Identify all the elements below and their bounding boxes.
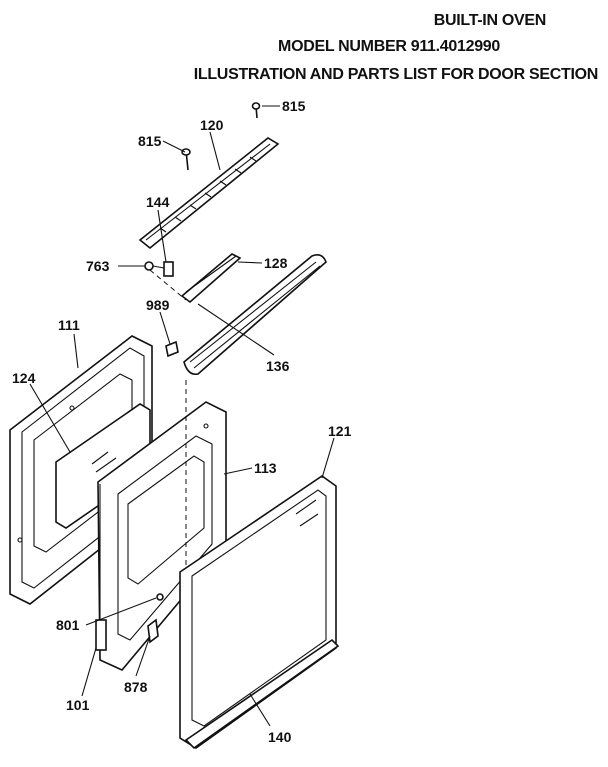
diagram-title: BUILT-IN OVEN — [433, 12, 547, 29]
part-120-top-trim — [138, 137, 280, 250]
callout-101: 101 — [66, 697, 90, 713]
callout-136: 136 — [266, 358, 290, 374]
callout-815-right: 815 — [282, 98, 306, 114]
part-140-bottom-trim — [184, 638, 340, 750]
callout-144: 144 — [146, 194, 170, 210]
part-763-screw — [144, 261, 165, 271]
part-101-side-strip — [95, 619, 107, 651]
callout-113: 113 — [254, 460, 277, 476]
part-128-bracket — [180, 253, 242, 304]
part-801-screw — [156, 593, 164, 601]
part-136-handle — [183, 254, 327, 376]
callout-763: 763 — [86, 258, 110, 274]
callout-140: 140 — [268, 729, 292, 745]
callout-128: 128 — [264, 255, 288, 271]
diagram-subtitle: ILLUSTRATION AND PARTS LIST FOR DOOR SEC… — [193, 66, 599, 83]
callout-120: 120 — [200, 117, 224, 133]
callout-878: 878 — [124, 679, 148, 695]
callout-989: 989 — [146, 297, 170, 313]
model-number: MODEL NUMBER 911.4012990 — [278, 38, 500, 55]
part-144-clip — [163, 261, 174, 277]
callout-121: 121 — [328, 423, 352, 439]
callout-124: 124 — [12, 370, 36, 386]
trim-slots — [159, 156, 257, 233]
leader-lines — [29, 105, 335, 727]
part-113-door-frame — [97, 401, 227, 671]
part-815-screw-right — [251, 102, 261, 119]
callout-815-left: 815 — [138, 133, 162, 149]
callout-111: 111 — [58, 317, 80, 333]
part-815-screw-left — [181, 148, 191, 171]
part-989-bracket — [165, 340, 179, 358]
callout-801: 801 — [56, 617, 80, 633]
